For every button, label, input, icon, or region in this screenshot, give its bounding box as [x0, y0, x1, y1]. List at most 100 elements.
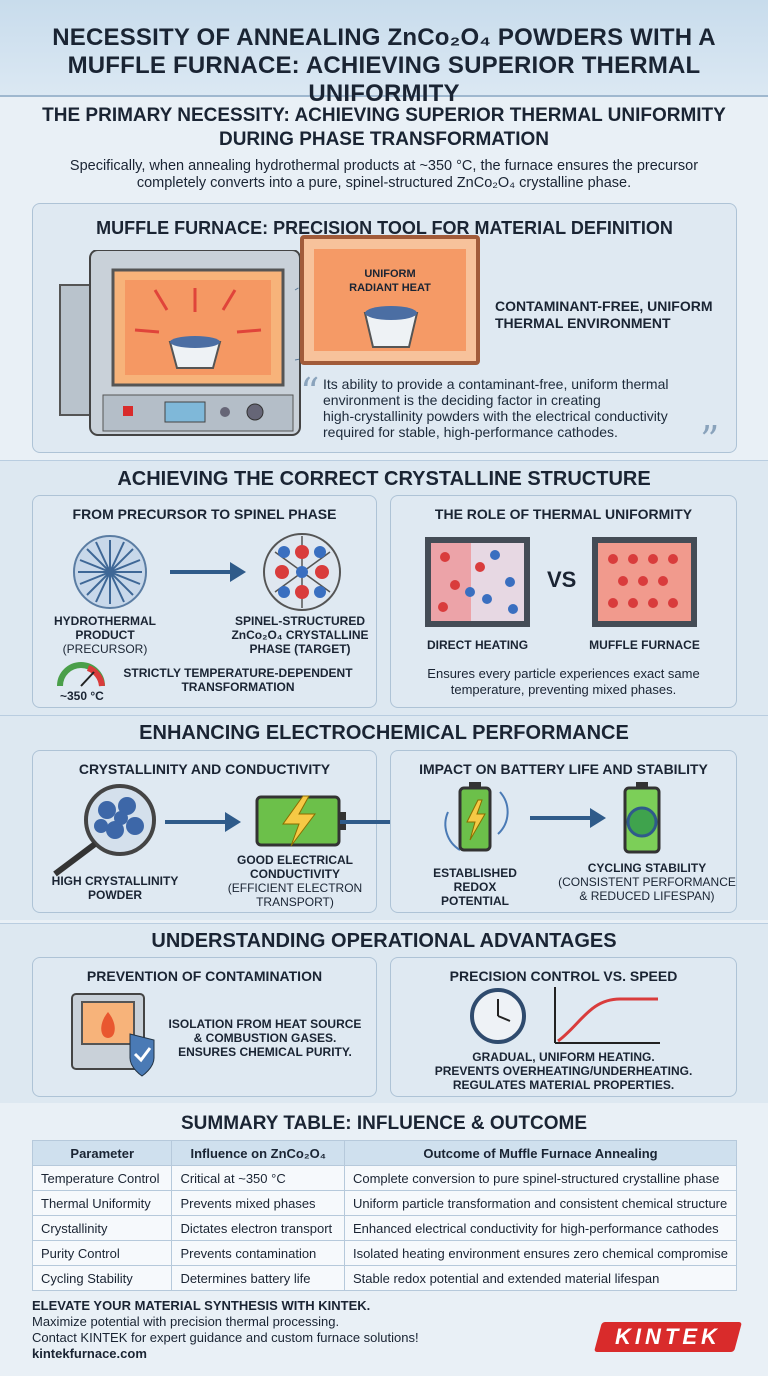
hydro-line-2: PRODUCT [75, 628, 135, 642]
primary-title-2: DURING PHASE TRANSFORMATION [218, 129, 550, 150]
hydrothermal-product-label: HYDROTHERMAL PRODUCT (PRECURSOR) [45, 614, 165, 656]
conductivity-line-4: TRANSPORT) [256, 895, 334, 909]
quote-line-2: environment is the deciding factor in cr… [323, 392, 601, 408]
crystallinity-line-2: POWDER [88, 888, 142, 902]
close-quote-icon: ” [700, 418, 720, 462]
primary-text-1: Specifically, when annealing hydrotherma… [69, 158, 699, 174]
furnace-quote: Its ability to provide a contaminant-fre… [323, 376, 669, 440]
table-cell: Enhanced electrical conductivity for hig… [343, 1215, 738, 1241]
temperature-dependent-label: STRICTLY TEMPERATURE-DEPENDENT TRANSFORM… [118, 666, 358, 694]
quote-line-4: required for stable, high-performance ca… [323, 424, 618, 440]
dep-line-1: STRICTLY TEMPERATURE-DEPENDENT [123, 666, 353, 680]
precision-panel-title: PRECISION CONTROL VS. SPEED [449, 968, 678, 984]
primary-text-2: completely converts into a pure, spinel-… [136, 175, 632, 191]
powder-crucible-icon [363, 306, 419, 348]
table-header: Parameter [31, 1140, 173, 1166]
precision-text: GRADUAL, UNIFORM HEATING. PREVENTS OVERH… [395, 1050, 732, 1092]
battery-graphic [444, 782, 661, 854]
table-cell: Critical at ~350 °C [171, 1165, 345, 1191]
hydro-line-3: (PRECURSOR) [62, 642, 148, 656]
table-cell: Stable redox potential and extended mate… [343, 1265, 738, 1291]
battery-panel-title: IMPACT ON BATTERY LIFE AND STABILITY [419, 761, 708, 777]
footer-headline: ELEVATE YOUR MATERIAL SYNTHESIS WITH KIN… [32, 1298, 371, 1313]
table-cell: Complete conversion to pure spinel-struc… [343, 1165, 738, 1191]
footer-website-link[interactable]: kintekfurnace.com [32, 1346, 147, 1361]
table-cell: Prevents mixed phases [171, 1190, 345, 1216]
conductivity-graphic [53, 784, 346, 877]
cycling-line-2: (CONSISTENT PERFORMANCE [558, 875, 736, 889]
temperature-label: ~350 °C [60, 689, 104, 703]
dep-line-2: TRANSFORMATION [181, 680, 295, 694]
high-crystallinity-label: HIGH CRYSTALLINITY POWDER [40, 874, 190, 902]
summary-table: Parameter Influence on ZnCo₂O₄ Outcome o… [31, 1140, 738, 1291]
environment-label: CONTAMINANT-FREE, UNIFORM THERMAL ENVIRO… [495, 298, 713, 332]
spinel-phase-label: SPINEL-STRUCTURED ZnCo₂O₄ CRYSTALLINE PH… [225, 614, 375, 656]
summary-title: SUMMARY TABLE: INFLUENCE & OUTCOME [180, 1113, 588, 1134]
table-cell: Dictates electron transport [171, 1215, 345, 1241]
precision-line-3: REGULATES MATERIAL PROPERTIES. [452, 1078, 675, 1092]
precision-line-2: PREVENTS OVERHEATING/UNDERHEATING. [434, 1064, 693, 1078]
table-cell: Uniform particle transformation and cons… [343, 1190, 738, 1216]
environment-label-1: CONTAMINANT-FREE, UNIFORM [495, 298, 713, 314]
heating-comparison-graphic [425, 537, 697, 627]
footer-line-2: Maximize potential with precision therma… [32, 1314, 340, 1329]
spinel-line-1: SPINEL-STRUCTURED [234, 614, 365, 628]
electro-title: ENHANCING ELECTROCHEMICAL PERFORMANCE [139, 722, 629, 744]
arrow-right-icon [230, 562, 246, 582]
clock-and-heating-curve [470, 987, 660, 1044]
conductivity-label: GOOD ELECTRICAL CONDUCTIVITY (EFFICIENT … [220, 853, 370, 909]
contamination-line-1: ISOLATION FROM HEAT SOURCE [168, 1017, 362, 1031]
kintek-logo-text: KINTEK [615, 1324, 721, 1349]
thermal-uniformity-panel-title: THE ROLE OF THERMAL UNIFORMITY [434, 506, 693, 522]
table-cell: Temperature Control [31, 1165, 173, 1191]
footer: ELEVATE YOUR MATERIAL SYNTHESIS WITH KIN… [32, 1298, 419, 1362]
redox-label: ESTABLISHED REDOX POTENTIAL [420, 866, 530, 908]
open-quote-icon: “ [300, 370, 320, 414]
contamination-line-3: ENSURES CHEMICAL PURITY. [178, 1045, 352, 1059]
table-header: Outcome of Muffle Furnace Annealing [343, 1140, 738, 1166]
conductivity-line-3: (EFFICIENT ELECTRON [227, 881, 363, 895]
quote-line-3: high-crystallinity powders with the elec… [323, 408, 668, 424]
environment-label-2: THERMAL ENVIRONMENT [495, 315, 671, 331]
ops-title: UNDERSTANDING OPERATIONAL ADVANTAGES [151, 930, 617, 952]
table-cell: Crystallinity [31, 1215, 173, 1241]
conductivity-panel-title: CRYSTALLINITY AND CONDUCTIVITY [78, 761, 331, 777]
precursor-to-spinel-graphic [73, 533, 341, 611]
table-cell: Cycling Stability [31, 1265, 173, 1291]
heat-label-1: UNIFORM [364, 268, 416, 280]
cycling-stability-label: CYCLING STABILITY (CONSISTENT PERFORMANC… [558, 861, 736, 903]
conductivity-line-2: CONDUCTIVITY [250, 867, 340, 881]
furnace-shield-icon [71, 993, 155, 1077]
page-header: NECESSITY OF ANNEALING ZnCo₂O₄ POWDERS W… [0, 0, 768, 107]
furnace-panel-title: MUFFLE FURNACE: PRECISION TOOL FOR MATER… [96, 218, 673, 238]
crystallinity-line-1: HIGH CRYSTALLINITY [51, 874, 179, 888]
radiant-heat-inset: UNIFORM RADIANT HEAT [300, 235, 480, 365]
heat-label-2: RADIANT HEAT [349, 282, 431, 294]
primary-title-1: THE PRIMARY NECESSITY: ACHIEVING SUPERIO… [42, 105, 726, 126]
spinel-line-2: ZnCo₂O₄ CRYSTALLINE [231, 628, 369, 642]
table-cell: Thermal Uniformity [31, 1190, 173, 1216]
temperature-gauge-icon [57, 662, 105, 687]
uniformity-note-1: Ensures every particle experiences exact… [427, 666, 700, 681]
direct-heating-label: DIRECT HEATING [426, 638, 529, 652]
contamination-line-2: & COMBUSTION GASES. [193, 1031, 337, 1045]
redox-line-2: REDOX POTENTIAL [441, 880, 509, 908]
uniformity-note: Ensures every particle experiences exact… [395, 666, 732, 698]
table-cell: Purity Control [31, 1240, 173, 1266]
kintek-logo: KINTEK [593, 1322, 743, 1352]
hydro-line-1: HYDROTHERMAL [54, 614, 156, 628]
footer-line-3: Contact KINTEK for expert guidance and c… [32, 1330, 419, 1345]
muffle-furnace-label: MUFFLE FURNACE [589, 638, 700, 652]
table-cell: Determines battery life [171, 1265, 345, 1291]
precursor-panel-title: FROM PRECURSOR TO SPINEL PHASE [72, 506, 337, 522]
battery-panel: IMPACT ON BATTERY LIFE AND STABILITY [390, 750, 737, 913]
page-title-line2: MUFFLE FURNACE: ACHIEVING SUPERIOR THERM… [67, 52, 701, 107]
table-header: Influence on ZnCo₂O₄ [171, 1140, 345, 1166]
table-cell: Prevents contamination [171, 1240, 345, 1266]
precision-line-1: GRADUAL, UNIFORM HEATING. [472, 1050, 655, 1064]
crystal-title: ACHIEVING THE CORRECT CRYSTALLINE STRUCT… [117, 468, 651, 490]
table-header-row: Parameter Influence on ZnCo₂O₄ Outcome o… [31, 1140, 738, 1166]
